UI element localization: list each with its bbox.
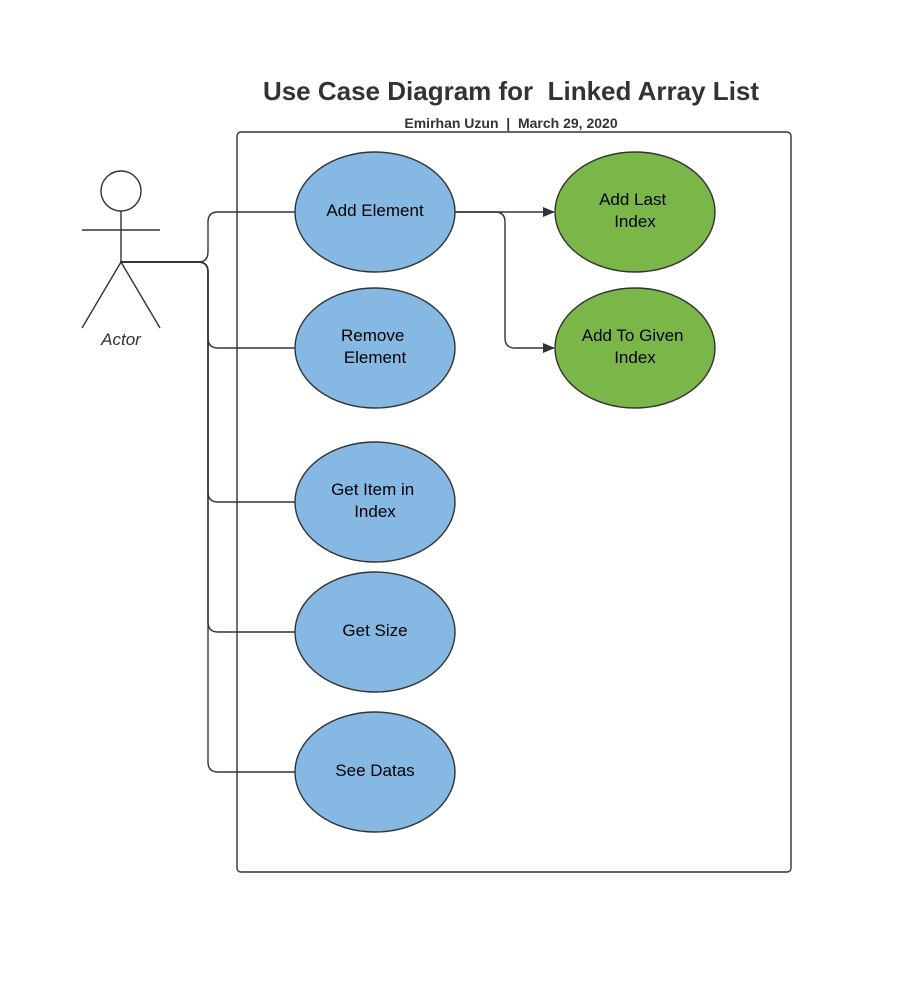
use-case-label-line: Add Element (326, 201, 424, 220)
use-case-label-line: Get Size (342, 621, 407, 640)
connector-see-datas (120, 261, 296, 773)
use-case-ellipse (294, 287, 456, 409)
use-case-label-line: Index (614, 212, 656, 231)
actor-left-leg (81, 261, 122, 329)
use-case-label-line: Element (344, 348, 407, 367)
actor-right-leg (120, 261, 161, 329)
use-case-add-last-index: Add Last Index (554, 151, 716, 273)
use-case-ellipse (294, 441, 456, 563)
use-case-ellipse (294, 711, 456, 833)
use-case-ellipse (554, 151, 716, 273)
diagram-subtitle: Emirhan Uzun | March 29, 2020 (404, 115, 617, 131)
use-case-label-line: Add To Given (582, 326, 684, 345)
use-case-label: Remove Element (341, 326, 409, 367)
use-case-ellipse (554, 287, 716, 409)
use-case-add-to-given-index: Add To Given Index (554, 287, 716, 409)
use-case-label-line: Remove (341, 326, 404, 345)
connector-add-element (120, 211, 296, 263)
use-case-label: Get Item in Index (331, 480, 419, 521)
arrow-to-add-to-given-index (455, 211, 555, 353)
use-case-get-item-in-index: Get Item in Index (294, 441, 456, 563)
use-case-label: Add To Given Index (582, 326, 689, 367)
actor-connectors (120, 211, 296, 773)
use-case-ellipse (294, 151, 456, 273)
use-case-label: Add Element (326, 201, 424, 220)
use-case-label: Get Size (342, 621, 407, 640)
use-case-label-line: Add Last (599, 190, 666, 209)
use-case-ellipse (294, 571, 456, 693)
use-case-get-size: Get Size (294, 571, 456, 693)
use-case-remove-element: Remove Element (294, 287, 456, 409)
use-case-add-element: Add Element (294, 151, 456, 273)
use-case-label-line: Get Item in (331, 480, 414, 499)
actor: Actor (81, 170, 161, 349)
actor-head-icon (100, 170, 142, 212)
use-case-label-line: Index (354, 502, 396, 521)
use-case-label: Add Last Index (599, 190, 671, 231)
actor-label: Actor (100, 330, 142, 349)
use-case-label: See Datas (335, 761, 414, 780)
include-arrows (455, 207, 555, 353)
diagram-title: Use Case Diagram for Linked Array List (263, 76, 759, 106)
use-case-see-datas: See Datas (294, 711, 456, 833)
use-case-label-line: Index (614, 348, 656, 367)
use-case-label-line: See Datas (335, 761, 414, 780)
